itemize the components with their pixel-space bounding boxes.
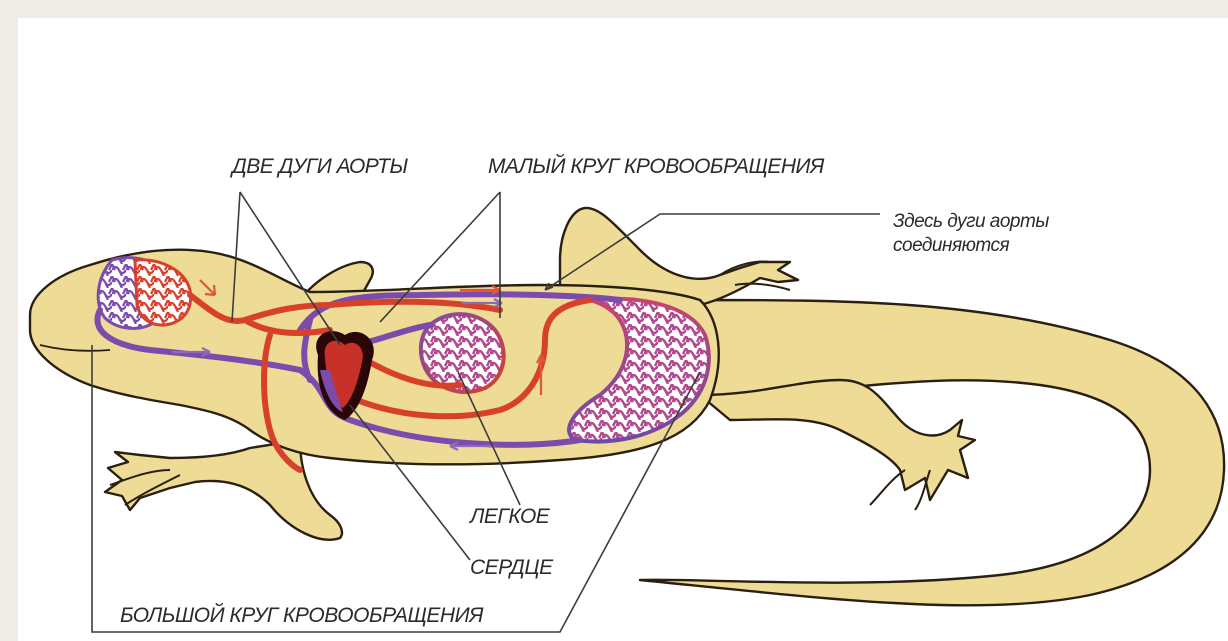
label-lung: ЛЕГКОЕ	[470, 505, 549, 529]
label-aortic-arches: ДВЕ ДУГИ АОРТЫ	[232, 155, 408, 179]
label-pulmonary-circulation: МАЛЫЙ КРУГ КРОВООБРАЩЕНИЯ	[488, 155, 824, 179]
label-systemic-circulation: БОЛЬШОЙ КРУГ КРОВООБРАЩЕНИЯ	[120, 604, 483, 628]
hind-leg-lower	[700, 380, 975, 500]
label-heart: СЕРДЦЕ	[470, 556, 553, 580]
label-arches-join-note: Здесь дуги аорты соединяются	[893, 210, 1049, 258]
